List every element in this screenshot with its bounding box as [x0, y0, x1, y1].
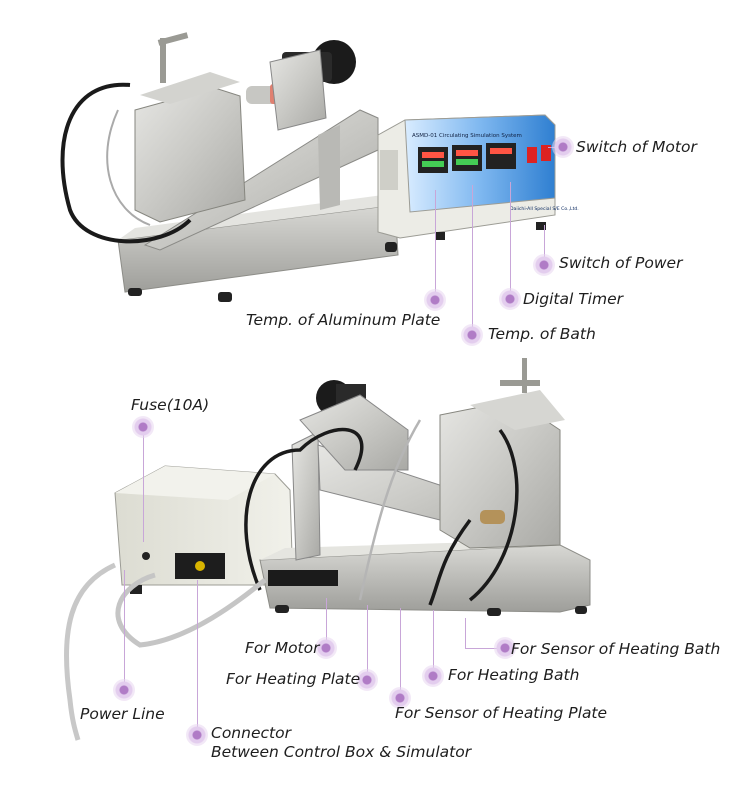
label-for-motor: For Motor	[245, 639, 320, 657]
panel-title: ASMD-01 Circulating Simulation System	[412, 133, 522, 139]
label-connector: Connector Between Control Box & Simulato…	[211, 724, 471, 762]
marker-for-sensor-heating-plate	[389, 687, 411, 709]
label-temp-bath: Temp. of Bath	[488, 325, 596, 343]
label-temp-aluminum: Temp. of Aluminum Plate	[246, 311, 441, 329]
marker-for-heating-bath	[422, 665, 444, 687]
marker-switch-power	[533, 254, 555, 276]
top-device-photo: ASMD-01 Circulating Simulation System Da…	[60, 32, 579, 302]
label-connector-line2: Between Control Box & Simulator	[211, 743, 472, 761]
marker-digital-timer	[499, 288, 521, 310]
label-for-sensor-heating-bath: For Sensor of Heating Bath	[511, 640, 721, 658]
label-switch-motor: Switch of Motor	[576, 138, 697, 156]
label-for-heating-bath: For Heating Bath	[448, 666, 580, 684]
label-for-sensor-heating-plate: For Sensor of Heating Plate	[395, 704, 608, 722]
marker-for-motor	[315, 637, 337, 659]
marker-temp-bath	[461, 324, 483, 346]
marker-connector	[186, 724, 208, 746]
label-for-heating-plate: For Heating Plate	[226, 670, 361, 688]
marker-temp-aluminum	[424, 289, 446, 311]
marker-switch-motor	[552, 136, 574, 158]
label-power-line: Power Line	[80, 705, 165, 723]
label-fuse: Fuse(10A)	[131, 396, 210, 414]
marker-power-line	[113, 679, 135, 701]
bottom-device-photo	[63, 358, 591, 741]
label-connector-line1: Connector	[211, 724, 291, 742]
panel-brand: Daiichi-All Special S/E Co.,Ltd.	[510, 206, 579, 212]
label-digital-timer: Digital Timer	[523, 290, 623, 308]
marker-for-sensor-heating-bath	[494, 637, 516, 659]
marker-fuse	[132, 416, 154, 438]
label-switch-power: Switch of Power	[559, 254, 683, 272]
marker-for-heating-plate	[356, 669, 378, 691]
